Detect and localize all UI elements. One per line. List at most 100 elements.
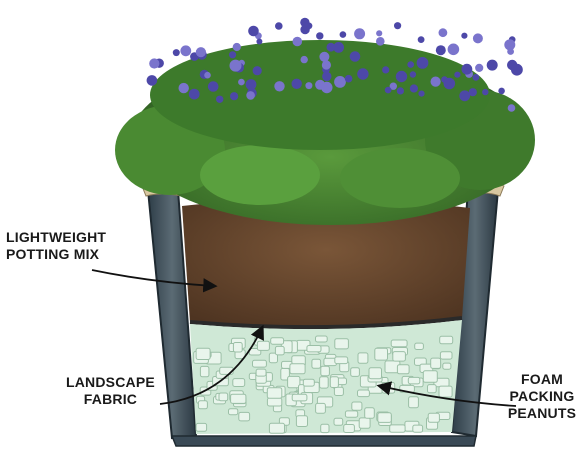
flower (319, 52, 329, 62)
foam-peanut (239, 412, 250, 421)
foam-peanut (334, 387, 343, 395)
foam-peanut (335, 357, 348, 364)
flower (454, 72, 460, 78)
foam-peanut (369, 368, 382, 379)
flower (301, 56, 308, 63)
flower (196, 47, 206, 57)
flower (149, 58, 159, 68)
flower (246, 91, 255, 100)
flower (233, 43, 241, 51)
flower (482, 89, 488, 95)
foam-peanut (409, 397, 419, 408)
flower (498, 88, 505, 95)
foam-peanut (423, 371, 437, 383)
foam-peanut (352, 402, 362, 410)
foam-peanut (440, 336, 453, 344)
foam-peanut (443, 363, 451, 369)
flower (376, 30, 382, 36)
foam-peanut (267, 398, 281, 406)
flower (204, 72, 211, 79)
foam-peanut (196, 423, 207, 431)
foam-peanut (196, 348, 210, 359)
flower (431, 77, 441, 87)
potting-mix-label: LIGHTWEIGHT POTTING MIX (6, 229, 106, 263)
flower (410, 71, 416, 77)
foam-peanut (271, 338, 284, 344)
foam-peanut (229, 409, 238, 415)
foam-peanut (292, 394, 307, 401)
flower (417, 57, 429, 69)
foam-peanut (307, 346, 321, 352)
foam-peanut (428, 385, 437, 393)
foam-peanut (397, 365, 409, 374)
flower (487, 60, 498, 71)
foam-peanut (256, 369, 266, 376)
foam-peanut (231, 394, 246, 403)
flower (473, 33, 483, 43)
foam-peanut (330, 377, 338, 388)
flower (322, 60, 331, 69)
flower (256, 39, 262, 45)
foam-peanut (428, 413, 439, 422)
flower (444, 78, 456, 90)
flower (511, 64, 523, 76)
foam-peanut (257, 341, 269, 350)
flower (448, 44, 460, 56)
pot-bottom (172, 436, 476, 446)
flower (246, 79, 257, 90)
flower (322, 72, 331, 81)
foam-peanut (312, 359, 321, 368)
flower (345, 75, 353, 83)
flower (508, 104, 516, 112)
flower (275, 22, 283, 30)
foam-peanut (275, 346, 284, 355)
foam-peanut (233, 379, 245, 387)
flower (208, 81, 219, 92)
foam-peanut (345, 411, 357, 417)
flower (327, 43, 336, 52)
foam-peanut (334, 418, 343, 425)
flower (396, 71, 407, 82)
flower (305, 82, 312, 89)
flower (248, 26, 259, 37)
flower (418, 36, 425, 43)
flower (238, 79, 245, 86)
flower (418, 91, 424, 97)
flower (216, 96, 223, 103)
foam-peanut (365, 408, 375, 418)
flower (315, 80, 325, 90)
foam-peanut (267, 388, 282, 399)
flower (376, 37, 385, 46)
foam-peanut (296, 416, 307, 427)
foam-peanut (431, 358, 441, 368)
foam-peanut (320, 377, 329, 388)
flower (316, 32, 323, 39)
flower (292, 79, 302, 89)
foam-peanut (358, 353, 368, 363)
flower (436, 45, 446, 55)
flower (274, 81, 284, 91)
foam-peanut (316, 403, 326, 413)
flower (394, 22, 401, 29)
flower (350, 51, 361, 62)
foam-peanut (393, 352, 406, 362)
foam-peanut (358, 390, 370, 397)
foam-peanut (408, 377, 420, 384)
flower (357, 68, 368, 79)
flower (382, 66, 389, 73)
foam-peanut (390, 425, 405, 432)
flower (407, 61, 414, 68)
flower (229, 51, 236, 58)
flower (461, 33, 467, 39)
foam-peanut (439, 386, 452, 397)
flower (459, 90, 470, 101)
foam-peanut (316, 336, 328, 342)
foam-peanut (359, 418, 370, 428)
flower (293, 37, 303, 47)
foam-peanut (198, 401, 207, 409)
foam-peanut (253, 360, 267, 367)
flower (334, 76, 346, 88)
flower (462, 64, 473, 75)
foam-peanut (321, 366, 330, 376)
foam-peanut (344, 425, 355, 433)
